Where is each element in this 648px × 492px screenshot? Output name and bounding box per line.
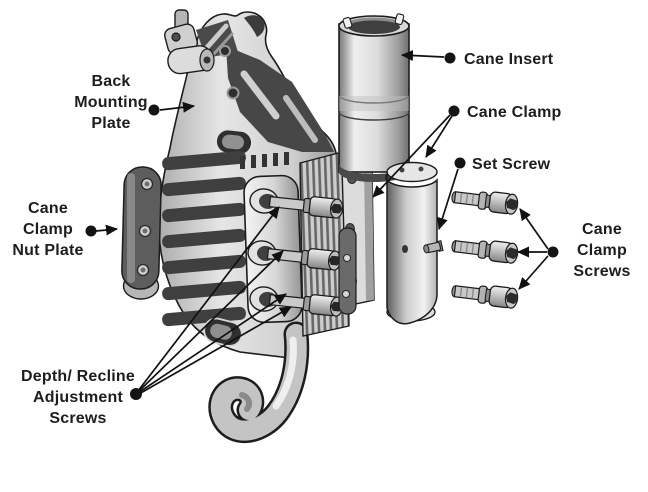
set-screw-part	[423, 240, 444, 254]
label-line: Cane Clamp	[467, 104, 562, 121]
label-line: Nut Plate	[12, 242, 84, 259]
label-set-screw: Set Screw	[472, 154, 550, 175]
label-line: Mounting	[74, 94, 148, 111]
label-cane-clamp: Cane Clamp	[467, 102, 561, 123]
cane-clamp-right-half-part	[385, 161, 444, 325]
label-cane-clamp-nut-plate: Cane Clamp Nut Plate	[0, 198, 96, 261]
label-line: Plate	[91, 115, 131, 132]
label-line: Back	[91, 73, 131, 90]
leader-dot	[130, 388, 142, 400]
label-line: Adjustment	[33, 389, 123, 406]
leader-dot	[148, 104, 160, 116]
leader-dot	[547, 246, 559, 258]
label-cane-clamp-screws: Cane Clamp Screws	[556, 219, 648, 282]
leader-dot	[448, 105, 460, 117]
cane-clamp-strap-lower-part	[338, 227, 357, 315]
leader-cane-clamp-screws	[517, 208, 549, 290]
cane-clamp-screw	[451, 191, 519, 215]
label-line: Clamp	[23, 221, 73, 238]
label-line: Depth/ Recline	[21, 368, 135, 385]
leader-back-mounting-plate	[159, 101, 195, 113]
leader-dot	[454, 157, 466, 169]
label-line: Cane	[582, 221, 622, 238]
depth-screw	[247, 240, 342, 271]
label-cane-insert: Cane Insert	[464, 49, 553, 70]
leader-depth-recline-adjustment-screws	[137, 206, 292, 395]
cane-clamp-screw	[451, 240, 519, 264]
leader-dots	[85, 52, 559, 400]
leader-cane-clamp-nut-plate	[95, 224, 118, 236]
leader-set-screw	[437, 168, 459, 230]
cane-insert-part	[338, 13, 410, 182]
label-line: Clamp	[577, 242, 627, 259]
leader-cane-insert	[401, 50, 445, 62]
cane-clamp-screws-part	[451, 191, 519, 309]
depth-screw	[249, 188, 344, 219]
label-back-mounting-plate: Back Mounting Plate	[46, 71, 176, 134]
label-line: Cane	[28, 200, 68, 217]
label-line: Set Screw	[472, 156, 551, 173]
pivot-lug	[164, 23, 215, 75]
leader-cane-clamp	[372, 114, 453, 198]
cane-clamp-screw	[451, 285, 519, 309]
label-line: Cane Insert	[464, 51, 554, 68]
label-line: Screws	[49, 410, 107, 427]
cane-clamp-nut-plate-part	[121, 166, 162, 300]
label-depth-recline-adjustment-screws: Depth/ Recline Adjustment Screws	[8, 366, 148, 429]
label-line: Screws	[573, 263, 631, 280]
leader-dot	[85, 225, 97, 237]
leader-dot	[444, 52, 456, 64]
